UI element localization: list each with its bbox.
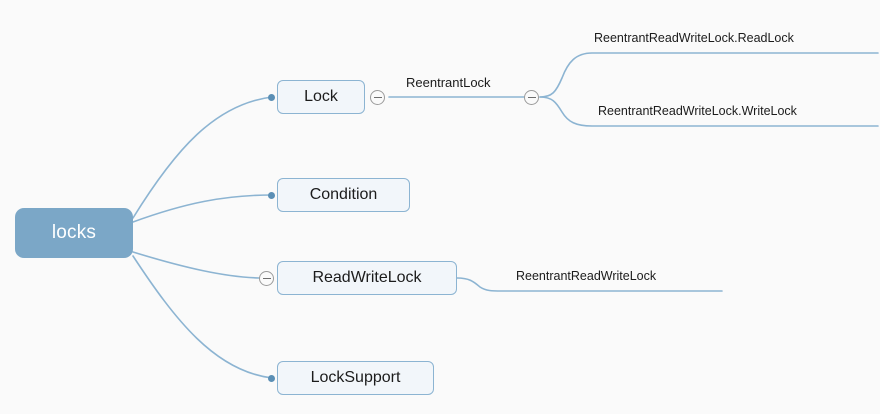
connector-dot-locksupport bbox=[268, 374, 275, 382]
node-reentrantlock[interactable]: ReentrantLock bbox=[406, 75, 491, 90]
node-reentrantlock-label: ReentrantLock bbox=[406, 75, 491, 90]
root-node-label: locks bbox=[51, 222, 97, 243]
collapse-minus-icon-readwritelock[interactable] bbox=[259, 270, 274, 286]
edge-root-to-readwritelock bbox=[132, 251, 260, 279]
edge-reentrantlock-to-readlock bbox=[539, 52, 879, 98]
node-reentrantreadwritelock-writelock-label: ReentrantReadWriteLock.WriteLock bbox=[598, 104, 797, 118]
node-locksupport[interactable]: LockSupport bbox=[277, 361, 434, 395]
edge-root-to-lock bbox=[132, 96, 273, 219]
node-reentrantreadwritelock-label: ReentrantReadWriteLock bbox=[516, 269, 657, 283]
node-locksupport-label: LockSupport bbox=[310, 369, 401, 386]
collapse-minus-icon-lock[interactable] bbox=[370, 89, 385, 105]
node-lock-label: Lock bbox=[304, 88, 338, 105]
node-lock[interactable]: Lock bbox=[277, 80, 365, 114]
node-condition[interactable]: Condition bbox=[277, 178, 410, 212]
connector-dot-condition bbox=[268, 191, 275, 199]
node-readwritelock[interactable]: ReadWriteLock bbox=[277, 261, 457, 295]
node-readwritelock-label: ReadWriteLock bbox=[312, 269, 422, 286]
node-reentrantreadwritelock[interactable]: ReentrantReadWriteLock bbox=[516, 269, 656, 283]
edge-root-to-condition bbox=[132, 194, 273, 223]
node-reentrantreadwritelock-readlock-label: ReentrantReadWriteLock.ReadLock bbox=[594, 31, 794, 45]
collapse-minus-icon-reentrantlock[interactable] bbox=[524, 89, 539, 105]
node-condition-label: Condition bbox=[309, 186, 378, 203]
node-reentrantreadwritelock-readlock[interactable]: ReentrantReadWriteLock.ReadLock bbox=[594, 31, 794, 45]
node-reentrantreadwritelock-writelock[interactable]: ReentrantReadWriteLock.WriteLock bbox=[598, 104, 797, 118]
connector-dot-lock bbox=[268, 93, 275, 101]
edge-root-to-locksupport bbox=[132, 255, 273, 379]
root-node-locks[interactable]: locks bbox=[15, 208, 133, 258]
